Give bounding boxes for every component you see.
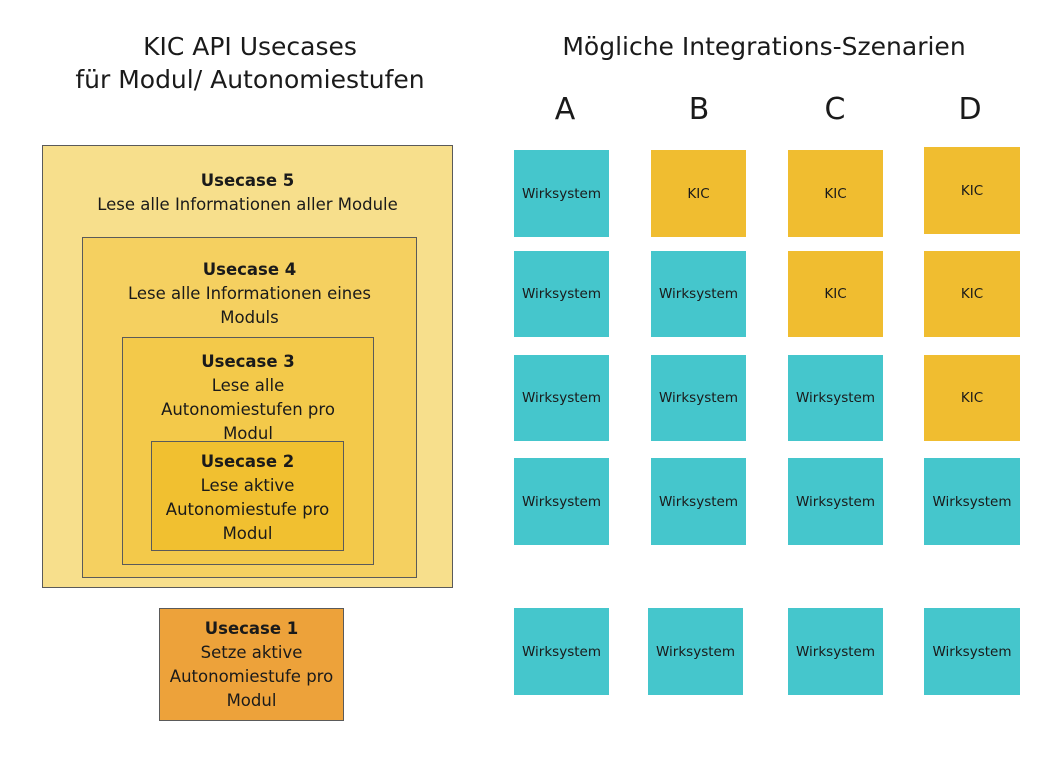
tile-c1: KIC: [788, 150, 883, 237]
tile-a3: Wirksystem: [514, 355, 609, 441]
usecase-1-box: Usecase 1 Setze aktive Autonomiestufe pr…: [159, 608, 344, 721]
tile-a4: Wirksystem: [514, 458, 609, 545]
usecase-2-desc: Lese aktive Autonomiestufe pro Modul: [165, 476, 330, 543]
tile-d1: KIC: [924, 147, 1020, 234]
tile-d2: KIC: [924, 251, 1020, 337]
right-title: Mögliche Integrations-Szenarien: [562, 32, 966, 61]
usecase-1-title: Usecase 1: [204, 619, 299, 638]
tile-b3: Wirksystem: [651, 355, 746, 441]
left-title-line1: KIC API Usecases: [143, 32, 357, 61]
tile-a1: Wirksystem: [514, 150, 609, 237]
usecase-3-title: Usecase 3: [201, 352, 295, 371]
left-title-line2: für Modul/ Autonomiestufen: [75, 65, 425, 94]
column-label-d: D: [958, 92, 982, 127]
tile-b1: KIC: [651, 150, 746, 237]
usecase-5-desc: Lese alle Informationen aller Module: [97, 195, 398, 214]
tile-c2: KIC: [788, 251, 883, 337]
tile-a2: Wirksystem: [514, 251, 609, 337]
usecase-2-title: Usecase 2: [200, 452, 295, 471]
tile-c3: Wirksystem: [788, 355, 883, 441]
tile-c4: Wirksystem: [788, 458, 883, 545]
column-label-c: C: [824, 92, 846, 127]
usecase-5-title: Usecase 5: [200, 171, 295, 190]
tile-d3: KIC: [924, 355, 1020, 441]
tile-b4: Wirksystem: [651, 458, 746, 545]
tile-b2: Wirksystem: [651, 251, 746, 337]
column-label-a: A: [554, 92, 576, 127]
usecase-2-box: Usecase 2 Lese aktive Autonomiestufe pro…: [151, 441, 344, 551]
usecase-1-desc: Setze aktive Autonomiestufe pro Modul: [169, 643, 334, 710]
tile-b5: Wirksystem: [648, 608, 743, 695]
column-label-b: B: [688, 92, 710, 127]
usecase-4-desc: Lese alle Informationen eines Moduls: [127, 284, 372, 327]
tile-a5: Wirksystem: [514, 608, 609, 695]
left-title: KIC API Usecases für Modul/ Autonomiestu…: [40, 30, 460, 96]
usecase-4-title: Usecase 4: [202, 260, 297, 279]
usecase-3-desc: Lese alle Autonomiestufen pro Modul: [161, 376, 335, 443]
tile-c5: Wirksystem: [788, 608, 883, 695]
tile-d4: Wirksystem: [924, 458, 1020, 545]
tile-d5: Wirksystem: [924, 608, 1020, 695]
